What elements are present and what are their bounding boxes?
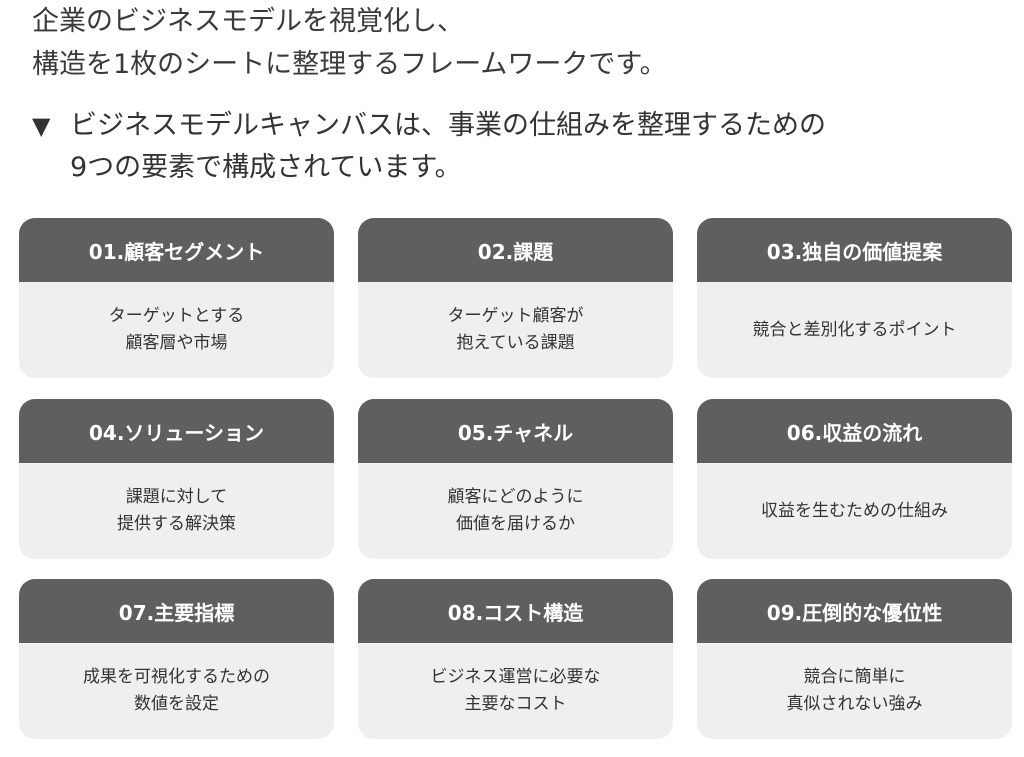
card-description: 成果を可視化するための 数値を設定 bbox=[19, 643, 334, 739]
card-description: 競合と差別化するポイント bbox=[697, 282, 1012, 378]
card-title: 03.独自の価値提案 bbox=[697, 218, 1012, 282]
section-heading: ▼ ビジネスモデルキャンバスは、事業の仕組みを整理するための 9つの要素で構成さ… bbox=[32, 105, 826, 189]
card-description-line: 顧客にどのように bbox=[447, 487, 584, 507]
card-description: ビジネス運営に必要な 主要なコスト bbox=[358, 643, 673, 739]
card-description-line: 抱えている課題 bbox=[456, 333, 575, 353]
card-unfair-advantage: 09.圧倒的な優位性 競合に簡単に 真似されない強み bbox=[697, 579, 1012, 739]
card-title: 01.顧客セグメント bbox=[19, 218, 334, 282]
card-title: 08.コスト構造 bbox=[358, 579, 673, 643]
card-description-line: 競合に簡単に bbox=[803, 667, 906, 687]
card-revenue-streams: 06.収益の流れ 収益を生むための仕組み bbox=[697, 399, 1012, 559]
card-title: 04.ソリューション bbox=[19, 399, 334, 463]
card-description-line: ターゲットとする bbox=[108, 306, 245, 326]
card-description: 競合に簡単に 真似されない強み bbox=[697, 643, 1012, 739]
card-title: 02.課題 bbox=[358, 218, 673, 282]
card-title: 05.チャネル bbox=[358, 399, 673, 463]
card-cost-structure: 08.コスト構造 ビジネス運営に必要な 主要なコスト bbox=[358, 579, 673, 739]
card-description: 収益を生むための仕組み bbox=[697, 463, 1012, 559]
card-title: 07.主要指標 bbox=[19, 579, 334, 643]
card-problem: 02.課題 ターゲット顧客が 抱えている課題 bbox=[358, 218, 673, 378]
card-description: ターゲット顧客が 抱えている課題 bbox=[358, 282, 673, 378]
card-solution: 04.ソリューション 課題に対して 提供する解決策 bbox=[19, 399, 334, 559]
card-description-line: ビジネス運営に必要な bbox=[430, 667, 601, 687]
card-title: 09.圧倒的な優位性 bbox=[697, 579, 1012, 643]
intro-text: 企業のビジネスモデルを視覚化し、 構造を1枚のシートに整理するフレームワークです… bbox=[32, 0, 667, 86]
triangle-down-icon: ▼ bbox=[32, 112, 51, 140]
intro-line-1: 企業のビジネスモデルを視覚化し、 bbox=[32, 6, 464, 37]
card-description-line: 主要なコスト bbox=[464, 694, 567, 714]
card-description-line: 真似されない強み bbox=[786, 694, 923, 714]
card-description-line: 価値を届けるか bbox=[456, 514, 575, 534]
card-description: 顧客にどのように 価値を届けるか bbox=[358, 463, 673, 559]
card-description-line: 数値を設定 bbox=[134, 694, 219, 714]
card-description-line: 提供する解決策 bbox=[117, 514, 236, 534]
card-description-line: 競合と差別化するポイント bbox=[752, 319, 957, 340]
card-description: ターゲットとする 顧客層や市場 bbox=[19, 282, 334, 378]
card-description-line: 収益を生むための仕組み bbox=[761, 500, 948, 521]
card-customer-segment: 01.顧客セグメント ターゲットとする 顧客層や市場 bbox=[19, 218, 334, 378]
section-heading-line-2: 9つの要素で構成されています。 bbox=[70, 152, 462, 183]
card-description-line: ターゲット顧客が bbox=[447, 306, 584, 326]
card-description-line: 顧客層や市場 bbox=[125, 333, 228, 353]
card-description: 課題に対して 提供する解決策 bbox=[19, 463, 334, 559]
section-heading-line-1: ビジネスモデルキャンバスは、事業の仕組みを整理するための bbox=[70, 110, 826, 141]
card-description-line: 課題に対して bbox=[125, 487, 228, 507]
card-key-metrics: 07.主要指標 成果を可視化するための 数値を設定 bbox=[19, 579, 334, 739]
card-description-line: 成果を可視化するための bbox=[83, 667, 270, 687]
card-channel: 05.チャネル 顧客にどのように 価値を届けるか bbox=[358, 399, 673, 559]
card-title: 06.収益の流れ bbox=[697, 399, 1012, 463]
card-value-proposition: 03.独自の価値提案 競合と差別化するポイント bbox=[697, 218, 1012, 378]
intro-line-2: 構造を1枚のシートに整理するフレームワークです。 bbox=[32, 49, 667, 80]
